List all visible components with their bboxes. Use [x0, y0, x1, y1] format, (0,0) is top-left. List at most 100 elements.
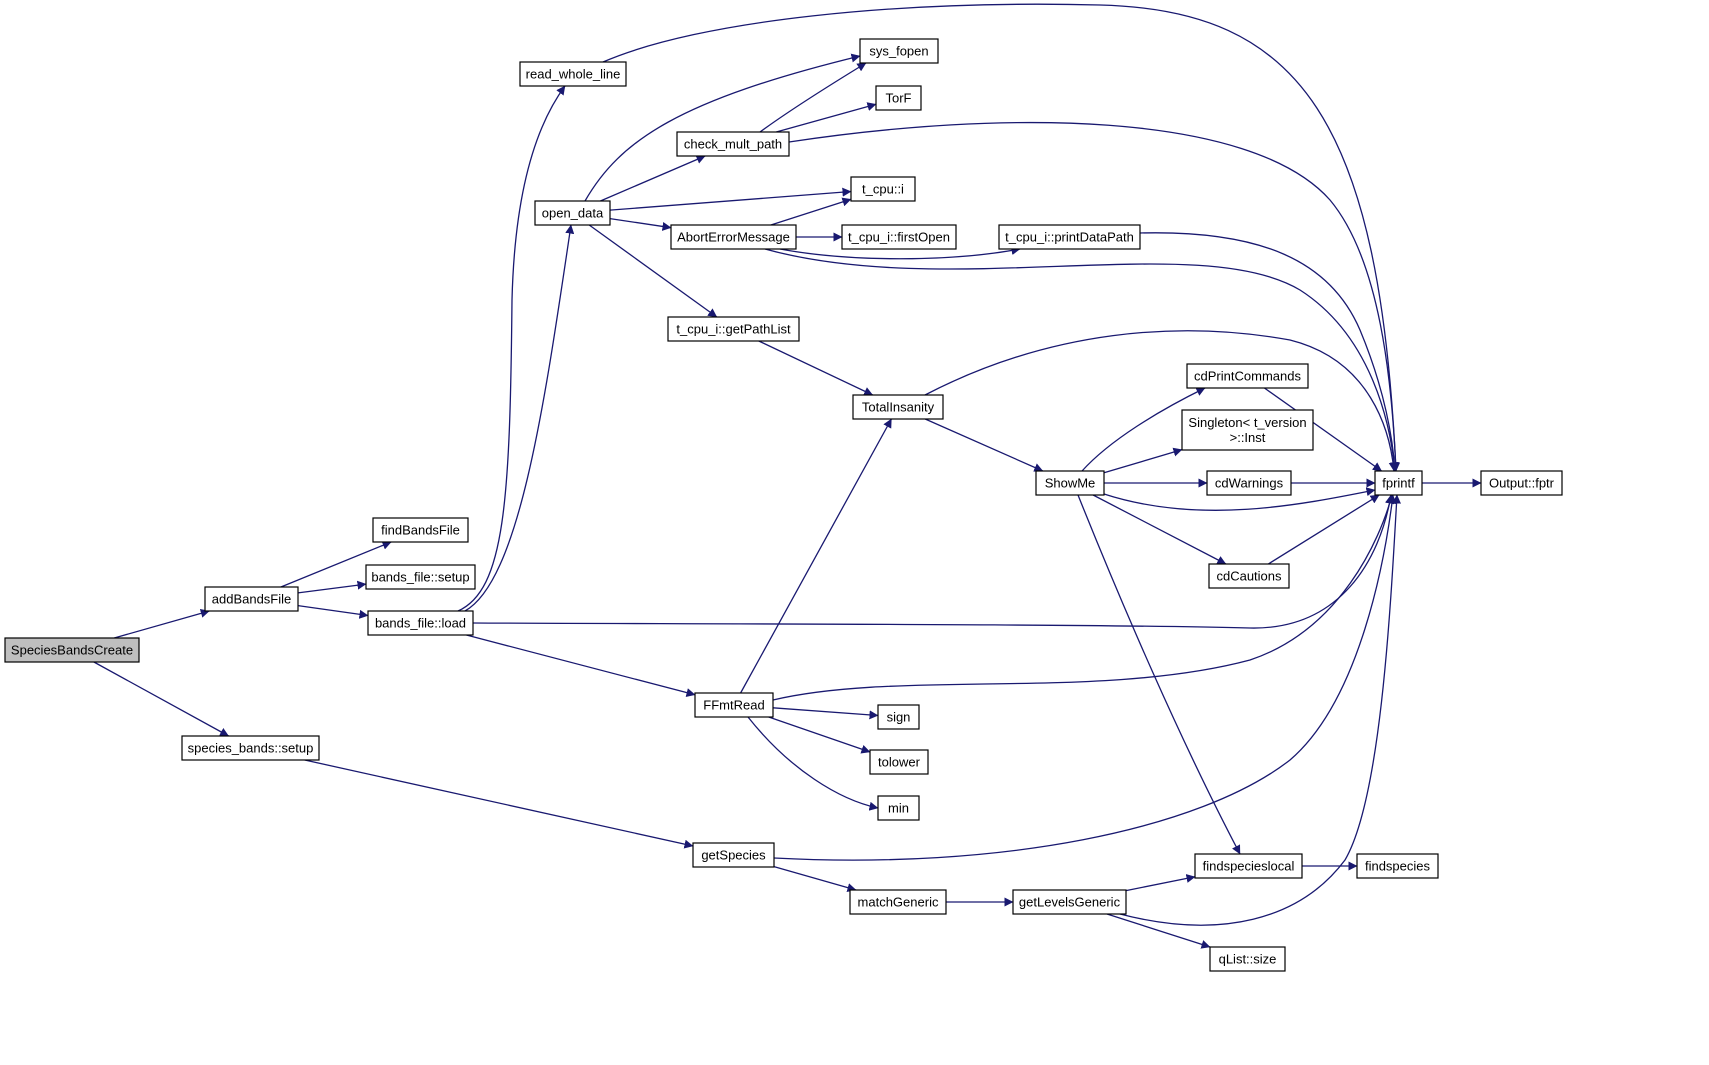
node-box	[1374, 470, 1423, 496]
node-min[interactable]: min	[877, 795, 920, 821]
node-cdWarnings[interactable]: cdWarnings	[1206, 470, 1292, 496]
node-FFmtRead[interactable]: FFmtRead	[694, 692, 774, 718]
node-label: min	[888, 801, 909, 816]
edge-open_data-to-check_mult_path	[600, 155, 706, 202]
node-open_data[interactable]: open_data	[534, 200, 611, 226]
edge-open_data-to-sys_fopen	[584, 53, 861, 202]
node-box	[692, 842, 775, 868]
node-bands_file_load[interactable]: bands_file::load	[367, 610, 474, 636]
node-t_cpu_i_getPathList[interactable]: t_cpu_i::getPathList	[667, 316, 800, 342]
edge-addBandsFile-to-findBandsFile	[280, 541, 392, 588]
node-t_cpu_i[interactable]: t_cpu::i	[850, 176, 916, 202]
node-label: bands_file::load	[375, 616, 466, 631]
node-label: cdCautions	[1216, 569, 1282, 584]
edge-TotalInsanity-to-ShowMe	[924, 418, 1044, 472]
node-sys_fopen[interactable]: sys_fopen	[859, 38, 939, 64]
node-bands_file_setup[interactable]: bands_file::setup	[365, 564, 476, 590]
node-box	[1206, 470, 1292, 496]
node-TorF[interactable]: TorF	[875, 85, 922, 111]
node-findspecies[interactable]: findspecies	[1356, 853, 1439, 879]
node-t_cpu_i_firstOpen[interactable]: t_cpu_i::firstOpen	[841, 224, 957, 250]
node-box	[676, 131, 790, 157]
node-label: Singleton< t_version	[1188, 415, 1306, 430]
edge-ShowMe-to-cdPrintCommands	[1081, 387, 1206, 472]
node-box	[1209, 946, 1286, 972]
edge-FFmtRead-to-sign	[772, 707, 879, 720]
node-box	[1208, 563, 1290, 589]
node-label: findspecies	[1365, 859, 1431, 874]
edge-bands_file_load-to-FFmtRead	[466, 634, 696, 697]
edge-open_data-to-AbortErrorMessage	[609, 217, 672, 231]
node-label: getSpecies	[701, 848, 766, 863]
node-box	[670, 224, 797, 250]
edge-addBandsFile-to-bands_file_setup	[297, 580, 367, 594]
node-Singleton_Inst[interactable]: Singleton< t_version>::Inst	[1181, 409, 1314, 451]
node-getSpecies[interactable]: getSpecies	[692, 842, 775, 868]
node-label: t_cpu_i::printDataPath	[1005, 230, 1134, 245]
edge-open_data-to-t_cpu_i_getPathList	[588, 224, 718, 318]
node-label: t_cpu_i::firstOpen	[848, 230, 950, 245]
node-box	[181, 735, 320, 761]
node-check_mult_path[interactable]: check_mult_path	[676, 131, 790, 157]
node-label: t_cpu_i::getPathList	[676, 322, 791, 337]
node-t_cpu_i_printDataPath[interactable]: t_cpu_i::printDataPath	[998, 224, 1141, 250]
node-label: tolower	[878, 755, 921, 770]
node-Output_fptr[interactable]: Output::fptr	[1480, 470, 1563, 496]
node-box	[667, 316, 800, 342]
node-findspecieslocal[interactable]: findspecieslocal	[1194, 853, 1303, 879]
node-label: read_whole_line	[526, 67, 621, 82]
node-tolower[interactable]: tolower	[869, 749, 929, 775]
node-label: TotalInsanity	[862, 400, 935, 415]
node-label: SpeciesBandsCreate	[11, 643, 133, 658]
edge-getLevelsGeneric-to-qList_size	[1106, 913, 1211, 949]
node-read_whole_line[interactable]: read_whole_line	[519, 61, 627, 87]
node-box	[1035, 470, 1105, 496]
edge-ShowMe-to-fprintf	[1103, 487, 1376, 511]
node-cdPrintCommands[interactable]: cdPrintCommands	[1186, 363, 1309, 389]
node-addBandsFile[interactable]: addBandsFile	[204, 586, 299, 612]
node-box	[849, 889, 947, 915]
node-box	[1194, 853, 1303, 879]
node-box	[365, 564, 476, 590]
node-label: sign	[887, 710, 911, 725]
node-label: sys_fopen	[869, 44, 928, 59]
node-box	[852, 394, 944, 420]
edge-open_data-to-t_cpu_i	[609, 187, 852, 211]
node-label: matchGeneric	[858, 895, 939, 910]
node-label: addBandsFile	[212, 592, 292, 607]
edge-SpeciesBandsCreate-to-species_bands_setup	[93, 661, 229, 737]
node-label: FFmtRead	[703, 698, 764, 713]
node-species_bands_setup[interactable]: species_bands::setup	[181, 735, 320, 761]
node-ShowMe[interactable]: ShowMe	[1035, 470, 1105, 496]
node-box	[367, 610, 474, 636]
edge-getSpecies-to-matchGeneric	[773, 865, 857, 892]
node-TotalInsanity[interactable]: TotalInsanity	[852, 394, 944, 420]
node-label: AbortErrorMessage	[677, 230, 790, 245]
node-SpeciesBandsCreate[interactable]: SpeciesBandsCreate	[4, 637, 140, 663]
edge-FFmtRead-to-TotalInsanity	[740, 418, 892, 694]
edge-bands_file_load-to-read_whole_line	[457, 85, 566, 612]
node-label: TorF	[886, 91, 912, 106]
node-box	[877, 795, 920, 821]
edge-read_whole_line-to-fprintf	[602, 3, 1401, 472]
node-box	[694, 692, 774, 718]
node-layer: SpeciesBandsCreate addBandsFile species_ba…	[4, 38, 1563, 972]
node-label: >::Inst	[1230, 430, 1266, 445]
node-label: check_mult_path	[684, 137, 782, 152]
node-fprintf[interactable]: fprintf	[1374, 470, 1423, 496]
node-getLevelsGeneric[interactable]: getLevelsGeneric	[1012, 889, 1127, 915]
edge-cdCautions-to-fprintf	[1267, 494, 1380, 565]
edge-t_cpu_i_printDataPath-to-fprintf	[1139, 232, 1399, 472]
node-AbortErrorMessage[interactable]: AbortErrorMessage	[670, 224, 797, 250]
edge-t_cpu_i_getPathList-to-TotalInsanity	[758, 340, 874, 396]
node-label: cdPrintCommands	[1194, 369, 1301, 384]
node-label: species_bands::setup	[188, 741, 314, 756]
node-cdCautions[interactable]: cdCautions	[1208, 563, 1290, 589]
node-matchGeneric[interactable]: matchGeneric	[849, 889, 947, 915]
node-findBandsFile[interactable]: findBandsFile	[372, 517, 469, 543]
edge-species_bands_setup-to-getSpecies	[304, 759, 694, 849]
node-box	[869, 749, 929, 775]
node-label: findBandsFile	[381, 523, 460, 538]
node-sign[interactable]: sign	[877, 704, 920, 730]
node-qList_size[interactable]: qList::size	[1209, 946, 1286, 972]
